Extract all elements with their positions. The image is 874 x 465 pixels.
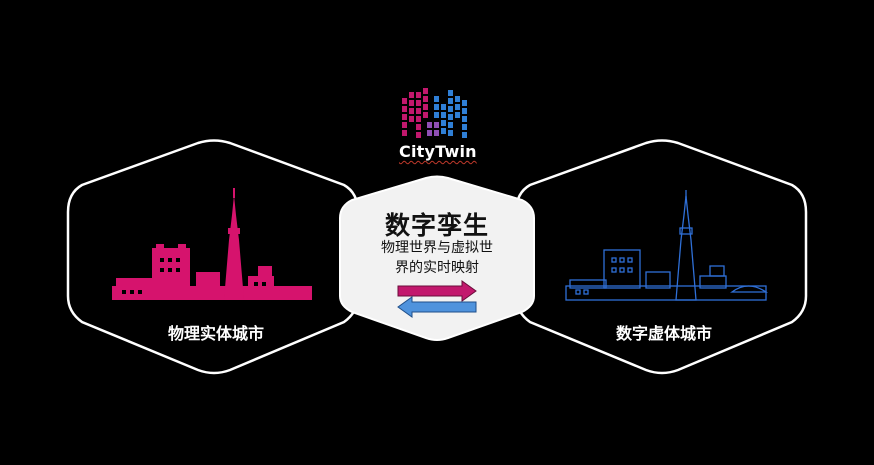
center-title: 数字孪生	[384, 211, 489, 240]
center-hexagon	[339, 175, 535, 341]
left-hexagon	[66, 139, 360, 375]
center-subtitle: 物理世界与虚拟世 界的实时映射	[356, 238, 518, 278]
left-hex-label: 物理实体城市	[167, 324, 264, 343]
physical-city-windows	[122, 258, 266, 294]
sync-arrows-icon	[397, 280, 477, 318]
digital-city-skyline-icon	[565, 190, 769, 301]
center-subtitle-line1: 物理世界与虚拟世	[381, 240, 493, 256]
right-hex-label: 数字虚体城市	[615, 324, 712, 343]
center-subtitle-line2: 界的实时映射	[395, 260, 479, 276]
logo-text: CityTwin	[399, 142, 477, 161]
city-grid-logo-icon	[392, 82, 488, 166]
physical-city-skyline-icon	[112, 188, 312, 300]
